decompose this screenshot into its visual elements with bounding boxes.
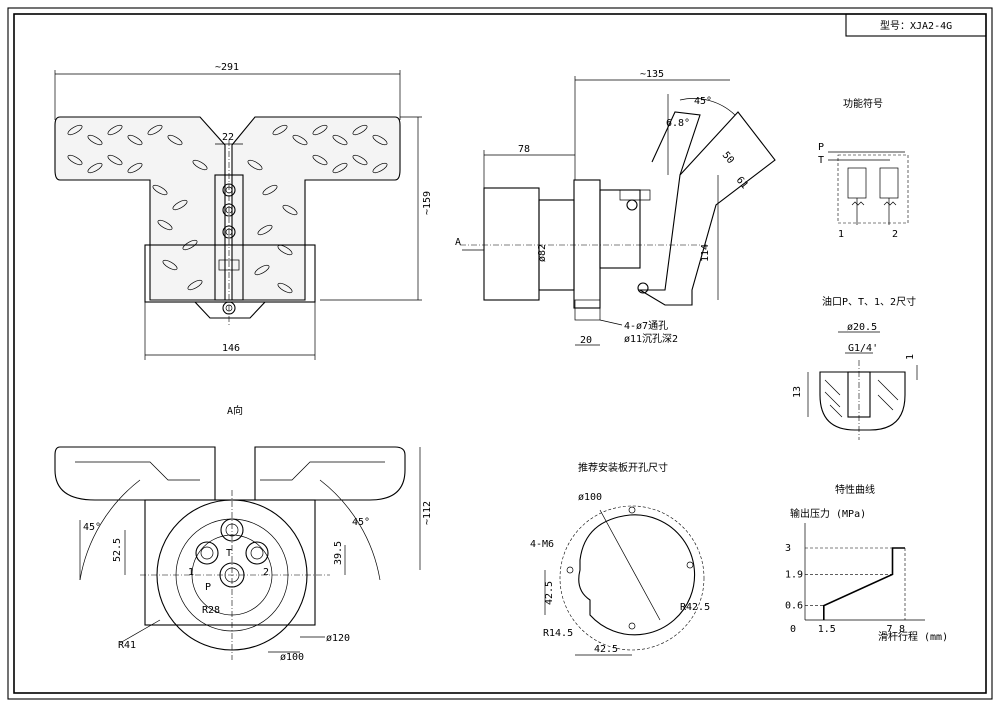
dim-112: ~112 — [422, 501, 433, 525]
chart-title: 特性曲线 — [835, 483, 875, 496]
dim-angle: 45° — [694, 96, 712, 107]
angle-right: 45° — [352, 517, 370, 528]
symbol-port-1: 1 — [838, 229, 844, 240]
dim-offset: 6.8° — [666, 118, 690, 129]
mount-hole: 推荐安装板开孔尺寸 ø100 4-M6 42.5 R42.5 R14.5 42.… — [530, 461, 710, 656]
title-block — [845, 13, 987, 37]
chart-origin: 0 — [790, 624, 796, 635]
dim-length: ~135 — [640, 69, 664, 80]
mount-d100: ø100 — [578, 492, 602, 503]
port-thread: G1/4' — [848, 343, 878, 354]
chart-y-tick: 1.9 — [785, 569, 803, 580]
mount-r14: R14.5 — [543, 628, 573, 639]
port-label-1: 1 — [188, 567, 194, 578]
symbol-p: P — [818, 142, 824, 153]
dim-width-top: ~291 — [215, 62, 239, 73]
port-d20: ø20.5 — [847, 322, 877, 333]
function-symbol-title: 功能符号 — [843, 97, 883, 110]
dim-39-5: 39.5 — [333, 541, 344, 565]
dim-diam: ø82 — [537, 244, 548, 262]
function-symbol: 功能符号 P T 1 2 — [818, 97, 909, 240]
dim-61: 61 — [734, 175, 750, 191]
chart-xlabel: 滑杆行程 (mm) — [878, 630, 948, 643]
dim-114: 114 — [700, 244, 711, 262]
chart-ylabel: 输出压力 (MPa) — [790, 507, 866, 520]
bottom-view: A向 1 2 T P 45° 45° 52.5 39.5 R28 R41 ø10… — [54, 404, 433, 663]
dim-base-width: 146 — [222, 343, 240, 354]
mount-42v: 42.5 — [544, 581, 555, 605]
port-detail: 油口P、T、1、2尺寸 ø20.5 G1/4' 13 1 — [792, 295, 918, 440]
dim-height: ~159 — [422, 191, 433, 215]
dim-body: 78 — [518, 144, 530, 155]
port-d1: 1 — [905, 354, 916, 360]
mount-42h: 42.5 — [594, 644, 618, 655]
mount-r42: R42.5 — [680, 602, 710, 613]
arrow-a-label: A — [455, 237, 461, 248]
angle-left: 45° — [83, 522, 101, 533]
diam-100: ø100 — [280, 652, 304, 663]
outer-frame — [7, 7, 993, 700]
view-a-title: A向 — [227, 404, 243, 417]
dim-52-5: 52.5 — [112, 538, 123, 562]
chart-y-tick: 3 — [785, 543, 791, 554]
chart-x-tick: 1.5 — [818, 624, 836, 635]
radius-28: R28 — [202, 605, 220, 616]
holes-counterbore: ø11沉孔深2 — [624, 332, 678, 345]
dim-50: 50 — [720, 150, 736, 166]
chart-x-tick: 8 — [899, 624, 905, 635]
radius-41: R41 — [118, 640, 136, 651]
dim-gap: 22 — [222, 132, 234, 143]
dim-20: 20 — [580, 335, 592, 346]
symbol-port-2: 2 — [892, 229, 898, 240]
side-view: ~135 78 A ø82 45° 6.8° 50 61 114 20 4-ø7… — [455, 69, 776, 346]
mount-hole-title: 推荐安装板开孔尺寸 — [578, 461, 668, 474]
chart-y-tick: 0.6 — [785, 601, 803, 612]
diam-120: ø120 — [326, 633, 350, 644]
holes-through: 4-ø7通孔 — [624, 320, 668, 332]
port-label-p: P — [205, 582, 211, 593]
port-depth: 13 — [792, 386, 803, 398]
front-view: ~291 — [54, 62, 433, 360]
side-pedal-arm — [638, 111, 776, 306]
model-value: XJA2-4G — [910, 21, 952, 32]
symbol-t: T — [818, 155, 824, 166]
base-lug — [193, 301, 267, 319]
mount-m6: 4-M6 — [530, 539, 554, 550]
port-label-t: T — [226, 548, 232, 559]
chart-series-line — [823, 547, 905, 620]
right-pedal — [231, 116, 401, 301]
inner-frame — [13, 13, 987, 694]
left-pedal — [54, 116, 226, 301]
side-body — [483, 187, 540, 301]
model-label: 型号： — [880, 19, 910, 32]
port-size-title: 油口P、T、1、2尺寸 — [822, 295, 916, 308]
chart-x-tick: 7 — [887, 624, 893, 635]
port-label-2: 2 — [263, 567, 269, 578]
